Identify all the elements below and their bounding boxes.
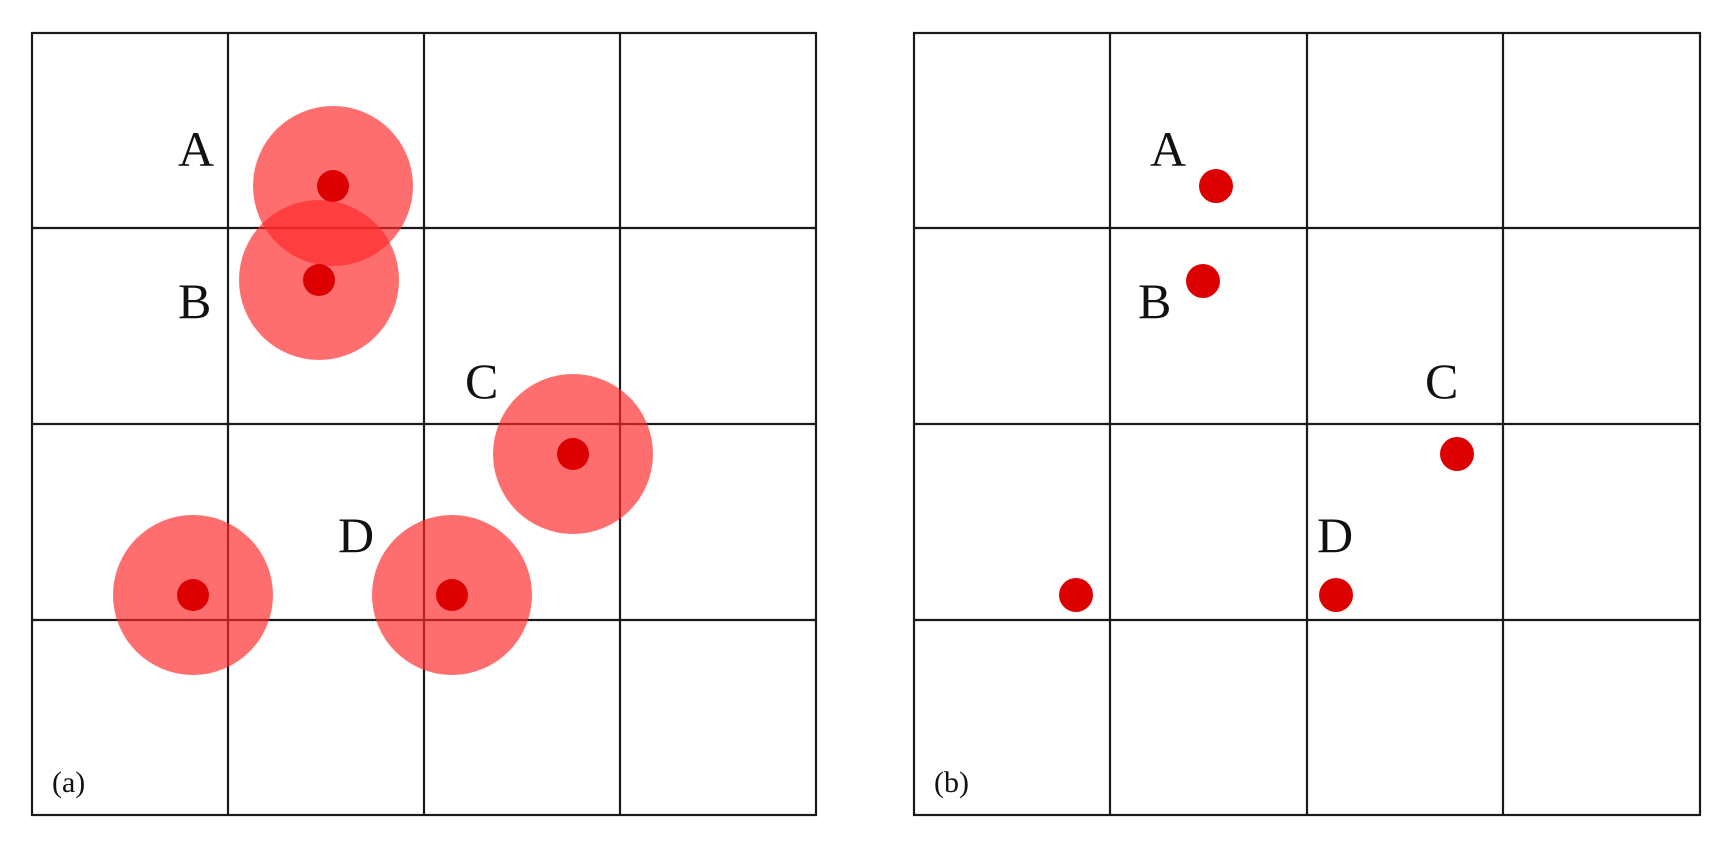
- panel-a-points: [177, 170, 589, 611]
- point-c-marker: [1440, 437, 1474, 471]
- point-d-label: D: [338, 507, 374, 563]
- point-c-label: C: [465, 353, 498, 409]
- panel-a: A B C D (a): [30, 31, 818, 817]
- point-b-label: B: [178, 273, 211, 329]
- point-c-label: C: [1425, 353, 1458, 409]
- point-a-label: A: [178, 121, 214, 177]
- point-d-marker: [1319, 578, 1353, 612]
- panel-b-point-labels: A B C D: [1138, 121, 1458, 563]
- point-unlabeled-marker: [1059, 578, 1093, 612]
- panel-a-point-labels: A B C D: [178, 121, 498, 563]
- point-b-label: B: [1138, 273, 1171, 329]
- point-d-marker: [436, 579, 468, 611]
- point-b-marker: [1186, 264, 1220, 298]
- point-d-label: D: [1317, 507, 1353, 563]
- panel-b: A B C D (b): [912, 31, 1702, 817]
- point-a-marker: [317, 170, 349, 202]
- panel-b-grid: [912, 31, 1702, 817]
- point-a-label: A: [1150, 121, 1186, 177]
- point-c-marker: [557, 438, 589, 470]
- panel-b-caption: (b): [934, 766, 969, 799]
- panel-a-caption: (a): [52, 766, 85, 799]
- panel-a-grid: [30, 31, 818, 817]
- point-a-marker: [1199, 169, 1233, 203]
- panel-b-points: [1059, 169, 1474, 612]
- point-unlabeled-marker: [177, 579, 209, 611]
- point-b-marker: [303, 264, 335, 296]
